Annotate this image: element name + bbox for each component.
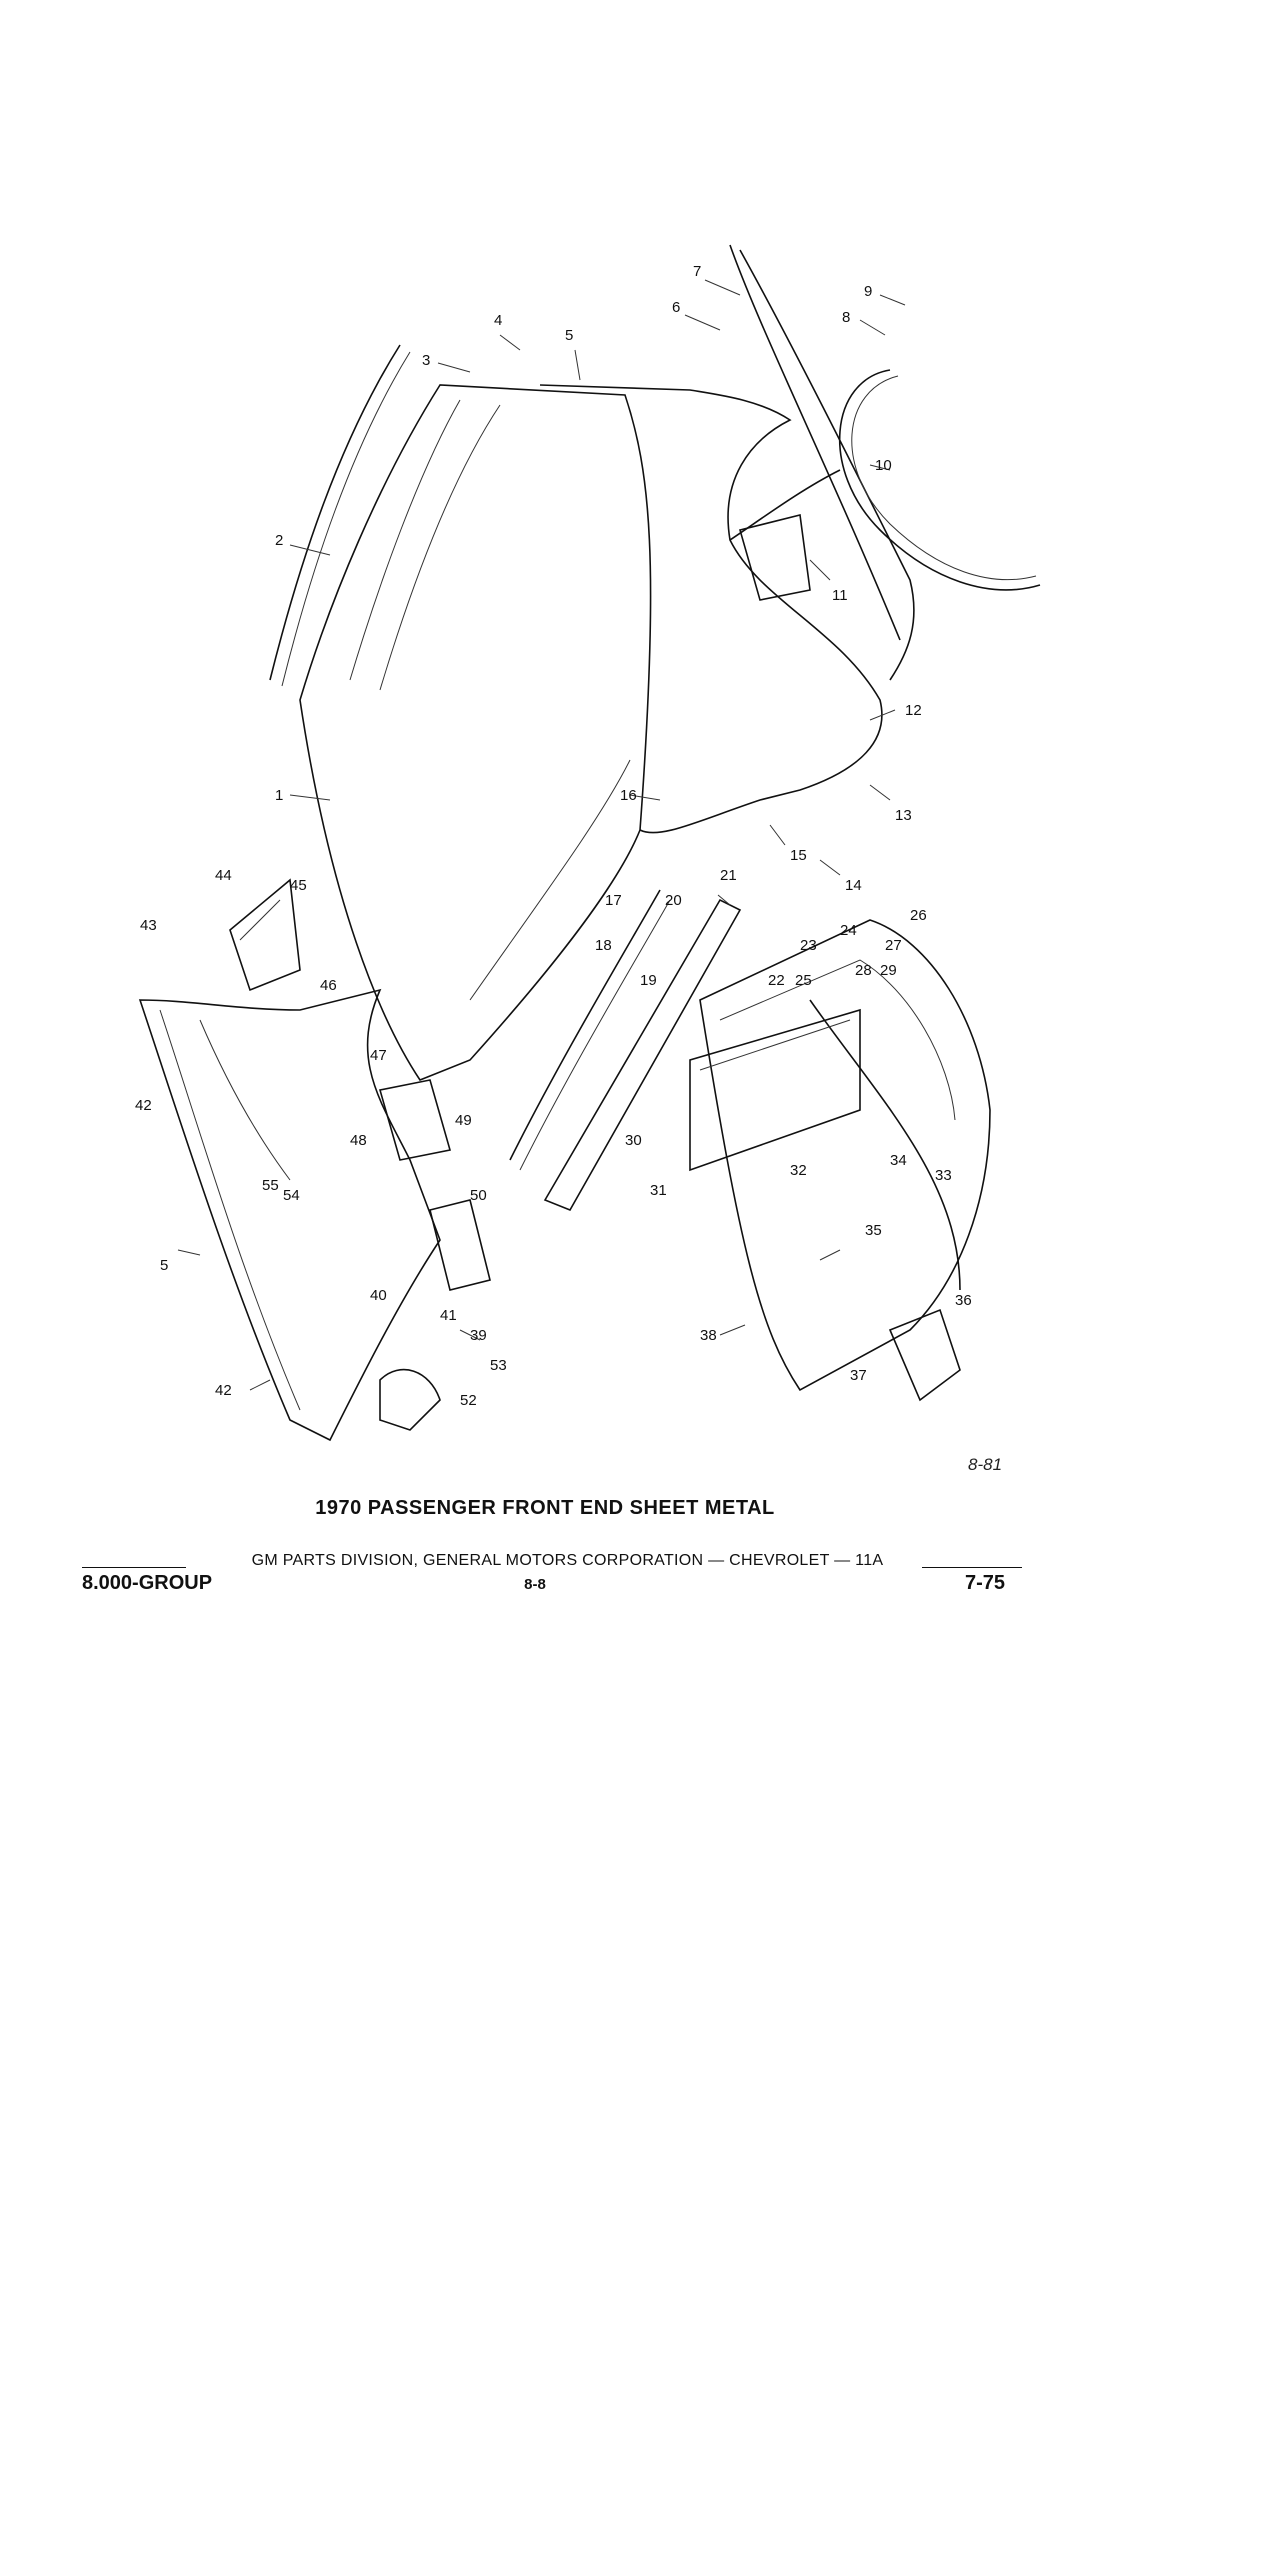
hood-seal [269, 344, 401, 681]
callout-6: 6 [672, 299, 680, 316]
radiator-support [689, 1008, 861, 1172]
callout-38: 38 [700, 1327, 717, 1344]
callout-43: 43 [140, 917, 157, 934]
lower-filler [543, 898, 742, 1212]
callout-37: 37 [850, 1367, 867, 1384]
callout-29: 29 [880, 962, 897, 979]
fender-molding [729, 244, 901, 641]
callout-21: 21 [720, 867, 737, 884]
exploded-parts-diagram: 1 2 3 4 5 6 7 8 9 10 11 12 13 14 15 16 1… [135, 244, 1041, 1442]
callout-40: 40 [370, 1287, 387, 1304]
footer-division-text: GM PARTS DIVISION, GENERAL MOTORS CORPOR… [251, 1552, 884, 1569]
callout-2: 2 [275, 532, 283, 549]
callout-11: 11 [832, 587, 848, 604]
bracket-36 [888, 1308, 961, 1402]
lower-molding [509, 889, 661, 1161]
bracket-50 [429, 1199, 491, 1291]
fender-lower [138, 988, 441, 1442]
callout-48: 48 [350, 1132, 367, 1149]
callout-3: 3 [422, 352, 430, 369]
bracket-52 [379, 1368, 441, 1431]
footer-group: 8.000-GROUP [82, 1572, 213, 1594]
callout-47: 47 [370, 1047, 387, 1064]
callout-50: 50 [470, 1187, 487, 1204]
hood-outline [299, 384, 652, 1081]
footer-division: GM PARTS DIVISION, GENERAL MOTORS CORPOR… [0, 1552, 1271, 1570]
callout-numbers: 1 2 3 4 5 6 7 8 9 10 11 12 13 14 15 16 1… [135, 263, 972, 1409]
callout-22: 22 [768, 972, 785, 989]
callout-5a: 5 [565, 327, 573, 344]
callout-31: 31 [650, 1182, 667, 1199]
callout-1: 1 [275, 787, 283, 804]
callout-7: 7 [693, 263, 701, 280]
footer-page-right: 7-75 [965, 1572, 1006, 1594]
callout-28: 28 [855, 962, 872, 979]
hood-hinge [229, 878, 301, 992]
callout-25: 25 [795, 972, 812, 989]
callout-8: 8 [842, 309, 850, 326]
callout-39: 39 [470, 1327, 487, 1344]
callout-34: 34 [890, 1152, 907, 1169]
callout-53: 53 [490, 1357, 507, 1374]
callout-18: 18 [595, 937, 612, 954]
callout-9: 9 [864, 283, 872, 300]
callout-42b: 42 [215, 1382, 232, 1399]
callout-15: 15 [790, 847, 807, 864]
callout-23: 23 [800, 937, 817, 954]
callout-26: 26 [910, 907, 927, 924]
callout-13: 13 [895, 807, 912, 824]
inner-fender [699, 919, 991, 1392]
callout-33: 33 [935, 1167, 952, 1184]
callout-19: 19 [640, 972, 657, 989]
callout-45: 45 [290, 877, 307, 894]
callout-10: 10 [875, 457, 892, 474]
callout-36: 36 [955, 1292, 972, 1309]
callout-12: 12 [905, 702, 922, 719]
callout-16: 16 [620, 787, 637, 804]
callout-4: 4 [494, 312, 502, 329]
callout-35: 35 [865, 1222, 882, 1239]
wheel-molding [838, 369, 1041, 591]
bracket-49 [378, 1079, 452, 1161]
callout-54: 54 [283, 1187, 300, 1204]
callout-30: 30 [625, 1132, 642, 1149]
callout-24: 24 [840, 922, 857, 939]
footer-page-center: 8-8 [524, 1576, 546, 1593]
callout-46: 46 [320, 977, 337, 994]
callout-52: 52 [460, 1392, 477, 1409]
callout-49: 49 [455, 1112, 472, 1129]
callout-20: 20 [665, 892, 682, 909]
figure-caption: 1970 PASSENGER FRONT END SHEET METAL [315, 1497, 775, 1519]
callout-55: 55 [262, 1177, 279, 1194]
figure-reference: 8-81 [968, 1455, 1003, 1474]
callout-17: 17 [605, 892, 622, 909]
callout-44: 44 [215, 867, 232, 884]
callout-41: 41 [440, 1307, 457, 1324]
footer-rule-right [922, 1567, 1022, 1568]
callout-27: 27 [885, 937, 902, 954]
footer-rule-left [82, 1567, 186, 1568]
callout-32: 32 [790, 1162, 807, 1179]
callout-42a: 42 [135, 1097, 152, 1114]
emblem-part [739, 514, 811, 601]
parts-illustration: 1 2 3 4 5 6 7 8 9 10 11 12 13 14 15 16 1… [135, 244, 1041, 1442]
callout-14: 14 [845, 877, 862, 894]
callout-leaders [177, 279, 906, 1391]
callout-5b: 5 [160, 1257, 168, 1274]
